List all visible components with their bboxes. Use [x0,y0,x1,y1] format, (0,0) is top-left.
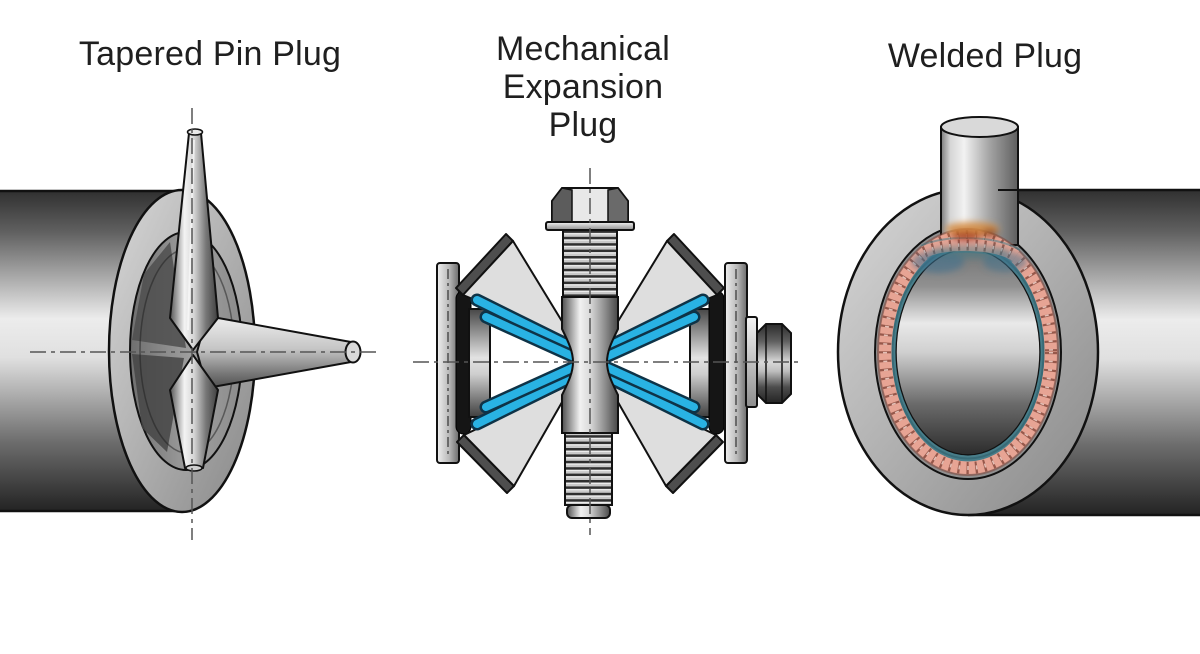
seal-strip [473,373,576,428]
hex-nut [756,323,792,404]
threaded-stud-bottom [564,432,613,506]
seal-strip [593,359,698,411]
seal-strip [604,373,707,428]
pipe-interior [895,248,1041,456]
welded-plug-diagram [836,116,1200,517]
stud-end-cap [566,504,611,519]
tapered-pin-plug-diagram [0,108,380,540]
mechanical-expansion-plug-diagram [413,168,800,535]
panel-title-mechanical-expansion-plug: Mechanical Expansion Plug [433,30,733,144]
seal-strip [604,296,707,351]
title-line: Plug [548,106,618,144]
title-line: Mechanical [496,30,670,68]
panel-title-tapered-pin-plug: Tapered Pin Plug [78,35,342,73]
seal-strip [593,313,698,365]
seal-strip [482,359,587,411]
seal-strip [482,313,587,365]
center-shaft [561,296,619,434]
expansion-wedges [455,233,725,494]
expansion-seals [470,293,710,431]
seal-strip [473,296,576,351]
title-line: Expansion [502,68,664,106]
plug-top-face [940,116,1019,138]
panel-title-welded-plug: Welded Plug [887,37,1083,75]
heat-affected-zone [912,222,1027,273]
